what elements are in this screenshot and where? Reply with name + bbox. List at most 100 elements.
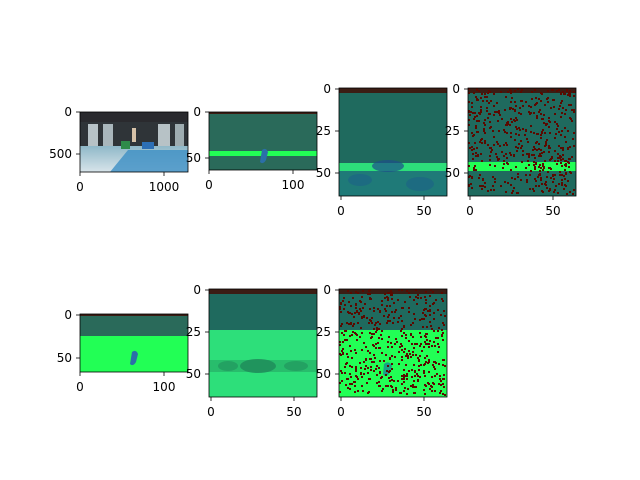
noise-pixel: [550, 177, 552, 179]
noise-pixel: [552, 181, 554, 183]
noise-pixel: [349, 373, 351, 375]
noise-pixel: [486, 96, 488, 98]
noise-pixel: [564, 136, 566, 138]
noise-pixel: [486, 100, 488, 102]
noise-pixel: [545, 184, 547, 186]
noise-pixel: [412, 351, 414, 353]
noise-pixel: [433, 312, 435, 314]
noise-pixel: [519, 107, 521, 109]
noise-pixel: [357, 378, 359, 380]
noise-pixel: [442, 393, 444, 395]
noise-pixel: [560, 93, 562, 95]
noise-pixel: [561, 130, 563, 132]
noise-pixel: [401, 289, 403, 291]
noise-pixel: [543, 122, 545, 124]
noise-pixel: [521, 161, 523, 163]
noise-pixel: [505, 96, 507, 98]
noise-pixel: [429, 388, 431, 390]
noise-pixel: [554, 189, 556, 191]
noise-pixel: [557, 153, 559, 155]
noise-pixel: [475, 125, 477, 127]
noise-pixel: [370, 298, 372, 300]
noise-pixel: [480, 111, 482, 113]
noise-pixel: [567, 94, 569, 96]
noise-pixel: [526, 179, 528, 181]
noise-pixel: [442, 364, 444, 366]
noise-pixel: [546, 123, 548, 125]
noise-pixel: [473, 148, 475, 150]
noise-pixel: [373, 345, 375, 347]
noise-pixel: [564, 160, 566, 162]
noise-pixel: [389, 358, 391, 360]
noise-pixel: [534, 178, 536, 180]
noise-pixel: [443, 378, 445, 380]
noise-pixel: [395, 387, 397, 389]
noise-pixel: [357, 390, 359, 392]
noise-pixel: [572, 193, 574, 195]
noise-pixel: [379, 360, 381, 362]
noise-pixel: [533, 132, 535, 134]
noise-pixel: [513, 154, 515, 156]
panel-4: 0 50 0 25 50: [445, 82, 577, 218]
noise-pixel: [349, 345, 351, 347]
noise-pixel: [410, 356, 412, 358]
noise-pixel: [401, 375, 403, 377]
noise-pixel: [501, 118, 503, 120]
noise-pixel: [443, 359, 445, 361]
panel-4-noise: [468, 88, 575, 195]
noise-pixel: [546, 176, 548, 178]
noise-pixel: [437, 337, 439, 339]
noise-pixel: [480, 97, 482, 99]
noise-pixel: [541, 183, 543, 185]
noise-pixel: [444, 315, 446, 317]
noise-pixel: [540, 100, 542, 102]
noise-pixel: [487, 92, 489, 94]
noise-pixel: [484, 132, 486, 134]
panel-4-xtick-1: 50: [545, 204, 560, 218]
noise-pixel: [390, 294, 392, 296]
noise-pixel: [565, 172, 567, 174]
noise-pixel: [414, 392, 416, 394]
noise-pixel: [384, 297, 386, 299]
noise-pixel: [370, 366, 372, 368]
noise-pixel: [437, 330, 439, 332]
noise-pixel: [344, 372, 346, 374]
noise-pixel: [393, 302, 395, 304]
noise-pixel: [369, 293, 371, 295]
noise-pixel: [339, 306, 341, 308]
panel-3-ytick-2: 50: [316, 166, 331, 180]
noise-pixel: [355, 333, 357, 335]
noise-pixel: [468, 184, 470, 186]
noise-pixel: [507, 91, 509, 93]
noise-pixel: [510, 132, 512, 134]
noise-pixel: [374, 357, 376, 359]
noise-pixel: [392, 389, 394, 391]
noise-pixel: [424, 335, 426, 337]
noise-pixel: [533, 161, 535, 163]
noise-pixel: [535, 162, 537, 164]
panel-1-x-axis: 0 1000: [76, 172, 179, 194]
noise-pixel: [563, 93, 565, 95]
noise-pixel: [367, 392, 369, 394]
noise-pixel: [419, 319, 421, 321]
noise-pixel: [540, 92, 542, 94]
noise-pixel: [565, 185, 567, 187]
noise-pixel: [407, 388, 409, 390]
noise-pixel: [543, 114, 545, 116]
noise-pixel: [473, 118, 475, 120]
noise-pixel: [367, 367, 369, 369]
panel-5-ytick-0: 0: [64, 308, 72, 322]
noise-pixel: [355, 307, 357, 309]
noise-pixel: [427, 362, 429, 364]
noise-pixel: [354, 381, 356, 383]
noise-pixel: [540, 177, 542, 179]
noise-pixel: [555, 133, 557, 135]
noise-pixel: [533, 164, 535, 166]
noise-pixel: [401, 335, 403, 337]
noise-pixel: [346, 353, 348, 355]
noise-pixel: [378, 337, 380, 339]
noise-pixel: [524, 134, 526, 136]
noise-pixel: [530, 131, 532, 133]
noise-pixel: [567, 148, 569, 150]
noise-pixel: [355, 352, 357, 354]
